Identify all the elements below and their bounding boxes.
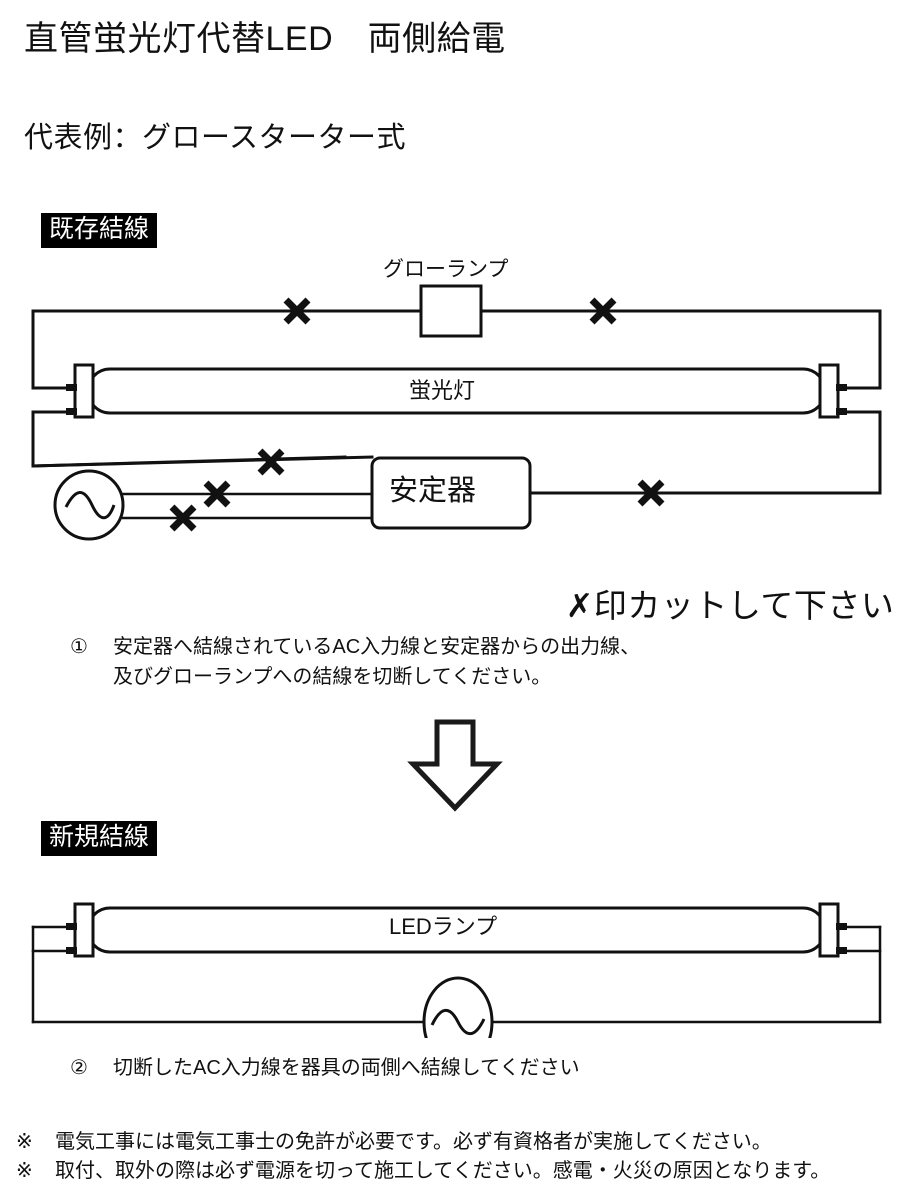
cut-mark-ballast-slant <box>257 448 285 476</box>
led-lamp-label: LEDランプ <box>389 914 498 939</box>
cut-mark-ac-lower <box>169 504 197 532</box>
step-1-line-2: 及びグローランプへの結線を切断してください。 <box>113 666 552 688</box>
existing-wiring-diagram <box>31 284 882 541</box>
down-arrow-icon <box>407 719 503 812</box>
ac-input-lines <box>121 492 374 520</box>
new-wiring-diagram <box>31 902 882 1038</box>
page-subtitle: 代表例：グロースターター式 <box>24 122 407 154</box>
cut-instruction-note: ✗印カットして下さい <box>527 556 894 655</box>
glow-lamp-circuit-wire <box>31 309 882 390</box>
ac-source-existing <box>53 469 125 541</box>
ac-source-new <box>422 976 494 1038</box>
fluorescent-tube-cap-right <box>818 363 840 419</box>
step-1-number: ① <box>70 636 88 658</box>
step-1-text: 安定器へ結線されているAC入力線と安定器からの出力線、及びグローランプへの結線を… <box>113 632 640 692</box>
cut-mark-ballast-output <box>637 479 665 507</box>
step-2-text: 切断したAC入力線を器具の両側へ結線してください <box>113 1057 580 1079</box>
cut-mark-glow-right <box>589 297 617 325</box>
page-title: 直管蛍光灯代替LED 両側給電 <box>24 20 506 58</box>
note-1-text: 電気工事には電気工事士の免許が必要です。必ず有資格者が実施してください。 <box>55 1131 772 1153</box>
section-tag-existing-wiring: 既存結線 <box>41 213 158 248</box>
note-2-text: 取付、取外の際は必ず電源を切って施工してください。感電・火災の原因となります。 <box>55 1160 831 1182</box>
glow-lamp-box <box>419 284 483 338</box>
ballast-label: 安定器 <box>389 475 477 507</box>
step-2-number: ② <box>70 1057 88 1079</box>
led-tube-pins-right <box>836 923 847 954</box>
led-supply-wire <box>31 925 882 1024</box>
note-1-mark: ※ <box>16 1131 33 1153</box>
cut-mark-ac-upper <box>203 480 231 508</box>
step-1-line-1: 安定器へ結線されているAC入力線と安定器からの出力線、 <box>113 636 641 658</box>
cut-mark-glyph: ✗ <box>565 587 594 624</box>
section-tag-new-wiring: 新規結線 <box>41 821 158 856</box>
cut-mark-glow-left <box>283 297 311 325</box>
fluorescent-tube-cap-left <box>73 363 95 419</box>
led-tube-cap-right <box>818 902 840 958</box>
fluorescent-lamp-label: 蛍光灯 <box>409 378 476 403</box>
led-tube-cap-left <box>73 902 95 958</box>
glow-lamp-label: グローランプ <box>383 258 509 281</box>
cut-mark-group <box>169 297 665 532</box>
led-tube-pins-left <box>66 923 77 954</box>
ballast-circuit-wire <box>31 410 882 495</box>
cut-instruction-text: 印カットして下さい <box>593 587 895 624</box>
note-2-mark: ※ <box>16 1160 33 1182</box>
